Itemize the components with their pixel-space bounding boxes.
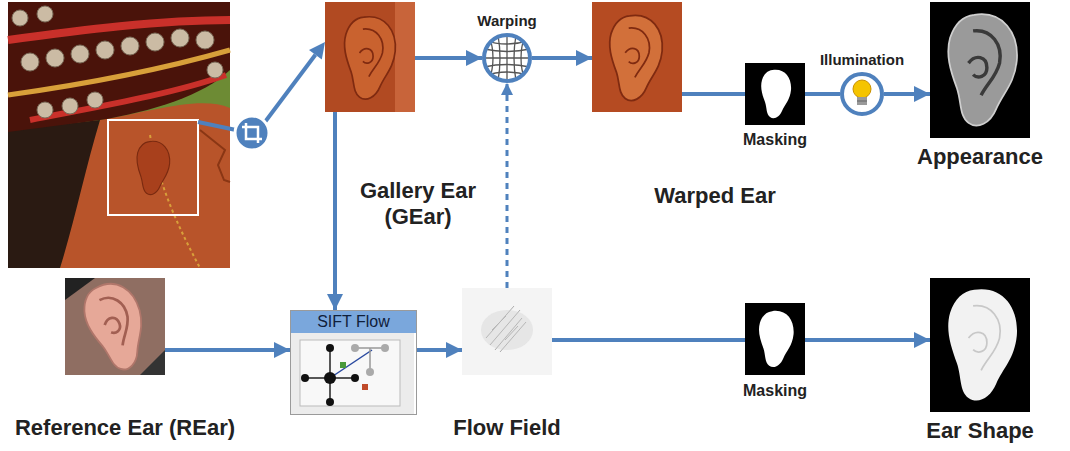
image-caption: Masking bbox=[743, 381, 807, 400]
gallery-ear-image bbox=[325, 2, 415, 112]
image-caption: Reference Ear (REar) bbox=[15, 415, 235, 441]
flow-arrow bbox=[417, 348, 462, 352]
circle-border bbox=[842, 74, 882, 114]
warped-ear-image bbox=[592, 2, 682, 112]
sift-graph bbox=[291, 332, 414, 414]
mask-image bbox=[745, 63, 805, 125]
circle-outline bbox=[840, 72, 884, 116]
ear-shape-image bbox=[930, 278, 1030, 412]
flow-arrow bbox=[805, 338, 930, 342]
image-caption: Ear Shape bbox=[926, 418, 1034, 444]
image-caption: Flow Field bbox=[453, 415, 561, 441]
flow-arrow bbox=[682, 92, 745, 96]
crop-leader bbox=[198, 42, 325, 130]
flow-arrow bbox=[532, 56, 592, 60]
flow-arrow bbox=[415, 56, 482, 60]
crop-icon bbox=[235, 116, 269, 150]
reference-ear-panel: Reference Ear (REar) bbox=[65, 278, 165, 375]
warping-icon bbox=[482, 33, 532, 83]
flow-arrow bbox=[333, 112, 337, 310]
box-heading: SIFT Flow bbox=[291, 311, 416, 333]
mask-panel: Masking bbox=[745, 63, 805, 125]
mask-image bbox=[745, 303, 805, 375]
appearance-image bbox=[930, 2, 1030, 138]
circle-border bbox=[484, 35, 530, 81]
image-caption: Warped Ear bbox=[654, 183, 775, 209]
image-caption: Masking bbox=[743, 130, 807, 149]
mask-panel: Masking bbox=[745, 303, 805, 375]
reference-ear-image bbox=[65, 276, 165, 376]
circle-outline bbox=[482, 33, 532, 83]
image-caption: Warping bbox=[477, 12, 536, 30]
flow-arrow bbox=[165, 348, 290, 352]
ear-shape-panel: Ear Shape bbox=[930, 278, 1030, 412]
appearance-panel: Appearance bbox=[930, 2, 1030, 138]
flow-arrow bbox=[552, 338, 745, 342]
gallery-ear-panel: Gallery Ear (GEar) bbox=[325, 2, 415, 112]
warping-circle: Warping bbox=[482, 33, 532, 83]
image-caption: Gallery Ear (GEar) bbox=[343, 178, 493, 231]
warped-ear-panel: Warped Ear bbox=[592, 2, 682, 112]
dashed-arrow bbox=[506, 83, 509, 288]
sift-flow-box: SIFT Flow bbox=[290, 310, 417, 415]
source-photo bbox=[8, 2, 230, 268]
image-caption: Appearance bbox=[917, 144, 1043, 170]
flow-field-panel: Flow Field bbox=[462, 288, 552, 375]
flow-arrow bbox=[884, 92, 930, 96]
flow-arrow bbox=[805, 92, 840, 96]
image-caption: Illumination bbox=[820, 51, 904, 69]
illumination-circle: Illumination bbox=[840, 72, 884, 116]
bulb-icon bbox=[840, 72, 884, 116]
flow-field-image bbox=[462, 288, 552, 375]
